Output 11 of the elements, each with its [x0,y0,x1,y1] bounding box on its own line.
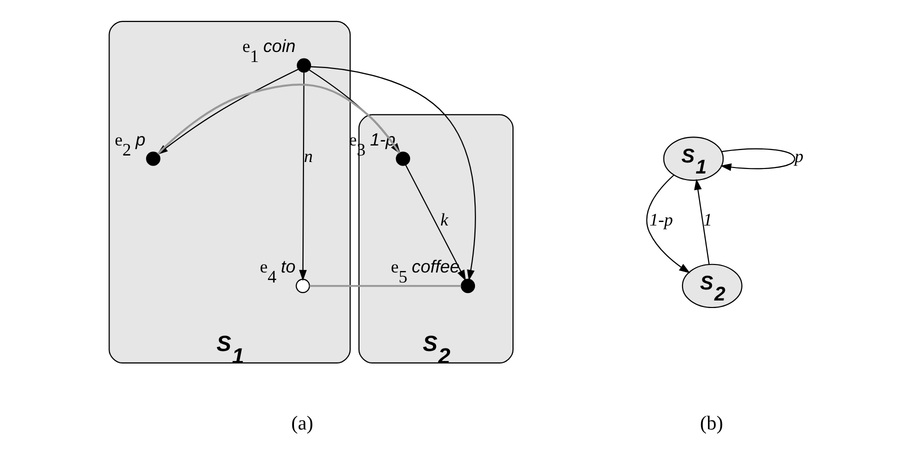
edge-label: p [794,146,803,166]
node-label: coffee [411,256,460,277]
label: (a) [290,412,313,434]
label: (b) [700,412,723,434]
edge-label: k [440,209,448,230]
edge-label: 1 [702,209,712,230]
node-label: p [135,129,145,150]
node-label: to [280,256,296,277]
edge-label: n [303,146,312,166]
node-label: coin [262,36,296,56]
edge-label: 1-p [648,209,672,230]
